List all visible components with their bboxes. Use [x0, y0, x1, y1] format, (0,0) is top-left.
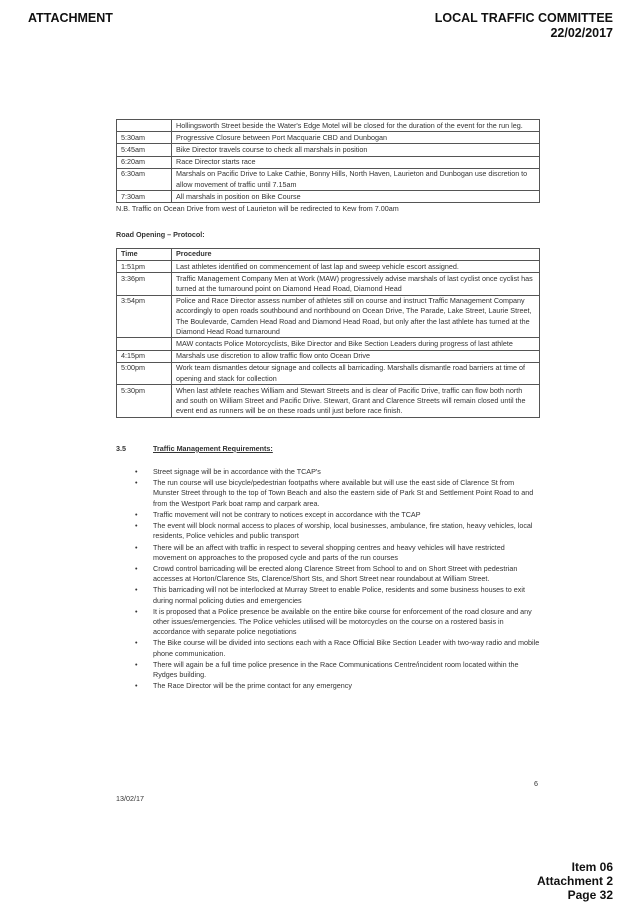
- procedure-cell: Last athletes identified on commencement…: [171, 260, 540, 274]
- list-item: The Bike course will be divided into sec…: [116, 638, 540, 658]
- section-title: Traffic Management Requirements:: [153, 443, 273, 453]
- time-cell: 5:30am: [116, 131, 172, 145]
- description-cell: Progressive Closure between Port Macquar…: [171, 131, 540, 145]
- traffic-note: N.B. Traffic on Ocean Drive from west of…: [116, 204, 399, 214]
- list-item: The run course will use bicycle/pedestri…: [116, 478, 540, 509]
- footer-item: Item 06: [571, 860, 613, 874]
- time-cell: 5:30pm: [116, 384, 172, 418]
- document-body: Hollingsworth Street beside the Water's …: [116, 118, 540, 692]
- page-number: 6: [534, 779, 538, 788]
- footer-reference: Item 06 Attachment 2 Page 32: [537, 860, 613, 902]
- table-row: Hollingsworth Street beside the Water's …: [116, 118, 540, 133]
- time-cell: 4:15pm: [116, 349, 172, 363]
- time-cell: 5:45am: [116, 143, 172, 157]
- time-cell: [116, 118, 172, 133]
- footer-page: Page 32: [567, 888, 613, 902]
- time-cell: 6:20am: [116, 155, 172, 169]
- description-cell: All marshals in position on Bike Course: [171, 190, 540, 204]
- procedure-cell: When last athlete reaches William and St…: [171, 384, 540, 418]
- requirements-list: Street signage will be in accordance wit…: [116, 467, 540, 691]
- list-item: The event will block normal access to pl…: [116, 521, 540, 541]
- section-heading: 3.5 Traffic Management Requirements:: [116, 444, 540, 454]
- header-committee-date: 22/02/2017: [550, 26, 613, 40]
- header-attachment: ATTACHMENT: [28, 11, 113, 25]
- time-cell: 6:30am: [116, 167, 172, 192]
- time-column-header: Time: [116, 247, 172, 262]
- schedule-table: Hollingsworth Street beside the Water's …: [116, 118, 540, 204]
- header-committee: LOCAL TRAFFIC COMMITTEE 22/02/2017: [435, 11, 613, 41]
- description-cell: Bike Director travels course to check al…: [171, 143, 540, 157]
- list-item: The Race Director will be the prime cont…: [116, 681, 540, 691]
- description-cell: Hollingsworth Street beside the Water's …: [171, 118, 540, 133]
- description-cell: Race Director starts race: [171, 155, 540, 169]
- procedure-cell: Work team dismantles detour signage and …: [171, 361, 540, 386]
- procedure-cell: Traffic Management Company Men at Work (…: [171, 272, 540, 296]
- description-cell: Marshals on Pacific Drive to Lake Cathie…: [171, 167, 540, 192]
- list-item: Traffic movement will not be contrary to…: [116, 510, 540, 520]
- list-item: Street signage will be in accordance wit…: [116, 467, 540, 477]
- list-item: This barricading will not be interlocked…: [116, 585, 540, 605]
- time-cell: 1:51pm: [116, 260, 172, 274]
- road-opening-heading: Road Opening – Protocol:: [116, 229, 205, 239]
- section-number: 3.5: [116, 443, 126, 453]
- procedure-cell: MAW contacts Police Motorcyclists, Bike …: [171, 337, 540, 351]
- list-item: Crowd control barricading will be erecte…: [116, 564, 540, 584]
- procedure-cell: Marshals use discretion to allow traffic…: [171, 349, 540, 363]
- table-row: MAW contacts Police Motorcyclists, Bike …: [116, 337, 540, 351]
- header-committee-title: LOCAL TRAFFIC COMMITTEE: [434, 11, 613, 25]
- list-item: There will again be a full time police p…: [116, 660, 540, 680]
- document-date: 13/02/17: [116, 794, 144, 803]
- time-cell: 3:36pm: [116, 272, 172, 296]
- procedure-column-header: Procedure: [171, 247, 540, 262]
- list-item: It is proposed that a Police presence be…: [116, 607, 540, 638]
- procedure-cell: Police and Race Director assess number o…: [171, 294, 540, 339]
- list-item: There will be an affect with traffic in …: [116, 543, 540, 563]
- time-cell: 5:00pm: [116, 361, 172, 386]
- time-cell: [116, 337, 172, 351]
- footer-attachment: Attachment 2: [536, 874, 613, 888]
- time-cell: 3:54pm: [116, 294, 172, 339]
- time-cell: 7:30am: [116, 190, 172, 204]
